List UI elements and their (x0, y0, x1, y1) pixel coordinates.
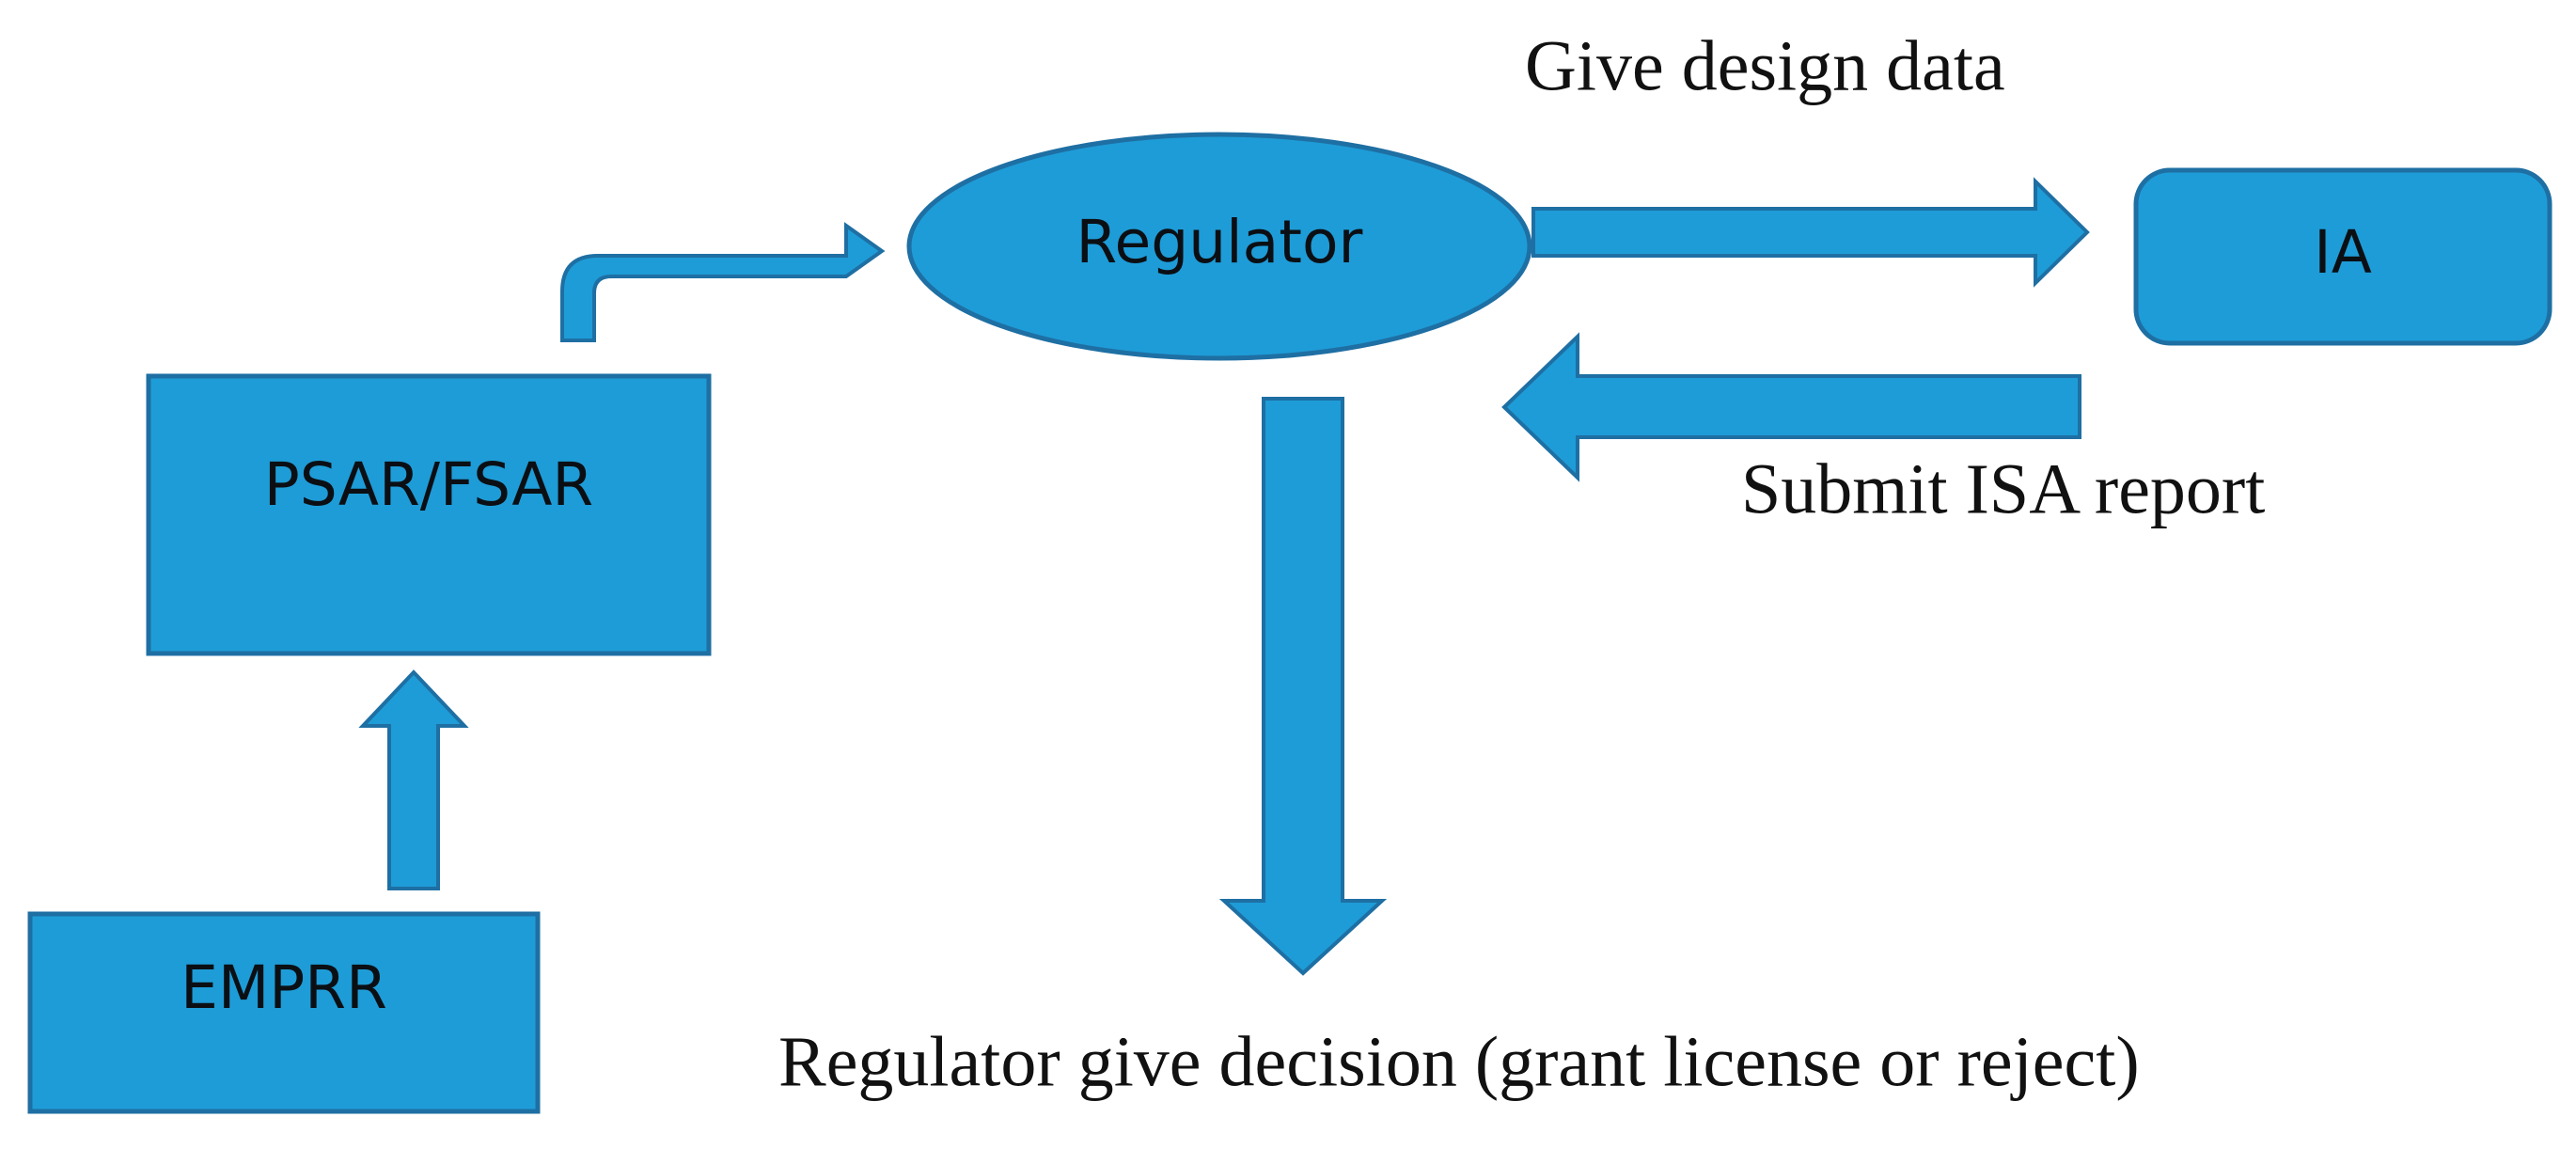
decision-label: Regulator give decision (grant license o… (778, 1022, 2140, 1101)
regulator-decision-arrow (1218, 397, 1388, 976)
psar-to-regulator-arrow (560, 222, 886, 342)
submit-isa-report-label: Submit ISA report (1741, 449, 2265, 528)
ia-node (2133, 167, 2552, 346)
emprr-to-psar-arrow (358, 669, 469, 890)
ia-label: IA (2314, 218, 2372, 287)
give-design-data-label: Give design data (1525, 26, 2005, 105)
emprr-label: EMPRR (181, 953, 387, 1022)
psar-fsar-label: PSAR/FSAR (264, 450, 593, 519)
regulator-node (906, 132, 1532, 361)
emprr-node (27, 911, 541, 1114)
regulator-to-ia-arrow (1531, 177, 2090, 288)
ia-to-regulator-arrow (1501, 332, 2081, 482)
regulator-label: Regulator (1076, 208, 1363, 276)
psar-fsar-node (146, 373, 712, 656)
